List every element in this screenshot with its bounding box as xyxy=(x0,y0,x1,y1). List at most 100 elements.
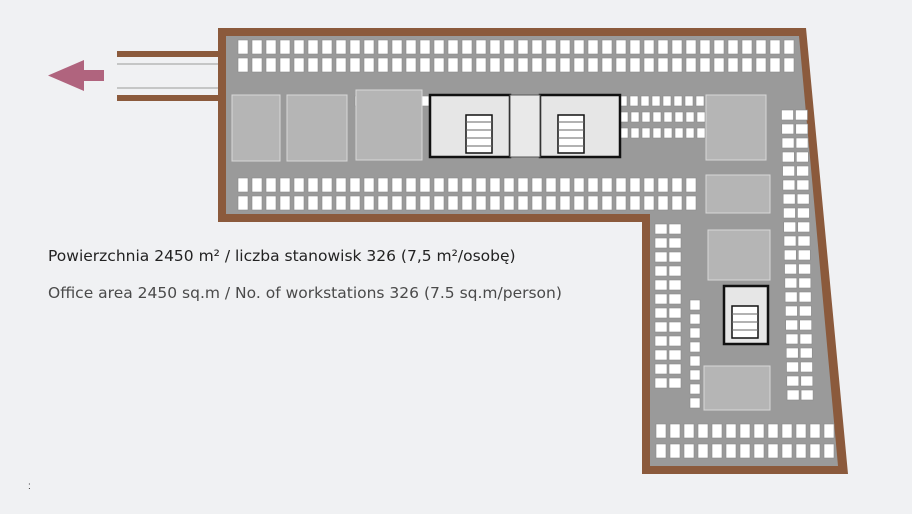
desk xyxy=(798,263,811,275)
desk xyxy=(265,195,277,211)
desk xyxy=(783,207,796,219)
desk xyxy=(349,57,361,73)
desk xyxy=(475,39,487,55)
entrance-corridor xyxy=(117,51,227,101)
desk xyxy=(782,165,795,177)
desk xyxy=(293,39,305,55)
core-lower xyxy=(722,284,770,346)
desk xyxy=(796,179,810,191)
desk xyxy=(697,443,709,459)
desk xyxy=(697,423,709,439)
desk xyxy=(447,39,459,55)
desk xyxy=(601,177,613,193)
desk xyxy=(796,193,810,205)
desk xyxy=(783,221,797,233)
desk xyxy=(668,279,682,291)
desk xyxy=(405,195,417,211)
desk xyxy=(643,39,655,55)
desk xyxy=(711,443,723,459)
desk xyxy=(447,195,459,211)
desk xyxy=(641,127,651,139)
desk xyxy=(391,39,403,55)
desk xyxy=(783,39,795,55)
desk xyxy=(689,299,701,311)
desk xyxy=(783,57,795,73)
desk xyxy=(475,195,487,211)
desk xyxy=(391,177,403,193)
desk xyxy=(785,305,798,317)
desk xyxy=(711,423,723,439)
desk xyxy=(629,177,641,193)
desk xyxy=(769,39,781,55)
desk xyxy=(433,39,445,55)
desk xyxy=(251,57,263,73)
desk xyxy=(615,177,627,193)
desk xyxy=(785,319,798,331)
desk xyxy=(335,39,347,55)
desk xyxy=(782,151,795,163)
desk xyxy=(655,443,667,459)
desk xyxy=(641,111,651,123)
desk xyxy=(587,177,599,193)
desk xyxy=(823,443,835,459)
desk xyxy=(279,177,291,193)
desk xyxy=(674,127,684,139)
desk xyxy=(668,363,682,375)
desk xyxy=(629,57,641,73)
desk xyxy=(377,177,389,193)
desk xyxy=(489,57,501,73)
desk xyxy=(517,177,529,193)
desk xyxy=(349,177,361,193)
desk xyxy=(363,177,375,193)
desk xyxy=(781,443,793,459)
desk xyxy=(784,263,797,275)
desk xyxy=(725,423,737,439)
desk xyxy=(689,369,701,381)
exit-arrow-icon xyxy=(48,60,104,91)
desk xyxy=(307,177,319,193)
desk xyxy=(673,95,683,107)
desk xyxy=(503,57,515,73)
desk xyxy=(689,397,701,409)
desk xyxy=(363,195,375,211)
desk xyxy=(489,195,501,211)
desk xyxy=(668,335,682,347)
desk xyxy=(335,177,347,193)
desk xyxy=(321,39,333,55)
desk xyxy=(307,195,319,211)
desk xyxy=(587,195,599,211)
desk xyxy=(545,177,557,193)
desk xyxy=(795,123,809,135)
desk xyxy=(696,111,706,123)
desk xyxy=(785,347,799,359)
desk xyxy=(753,443,765,459)
desk xyxy=(753,423,765,439)
desk xyxy=(795,423,807,439)
desk xyxy=(781,423,793,439)
desk xyxy=(503,39,515,55)
desk xyxy=(668,307,682,319)
desk xyxy=(654,237,668,249)
desk xyxy=(809,443,821,459)
desk xyxy=(797,221,811,233)
desk xyxy=(601,57,613,73)
desk xyxy=(668,223,682,235)
desk xyxy=(689,341,701,353)
desk xyxy=(671,57,683,73)
desk xyxy=(251,39,263,55)
desk xyxy=(689,355,701,367)
desk xyxy=(654,293,668,305)
desk xyxy=(447,57,459,73)
desk xyxy=(689,313,701,325)
desk xyxy=(798,277,812,289)
desk xyxy=(419,39,431,55)
desk xyxy=(739,443,751,459)
desk xyxy=(669,423,681,439)
desk xyxy=(795,109,808,121)
desk xyxy=(251,195,263,211)
desk xyxy=(545,39,557,55)
desk xyxy=(657,57,669,73)
desk xyxy=(767,423,779,439)
desk xyxy=(689,327,701,339)
desk xyxy=(799,305,812,317)
